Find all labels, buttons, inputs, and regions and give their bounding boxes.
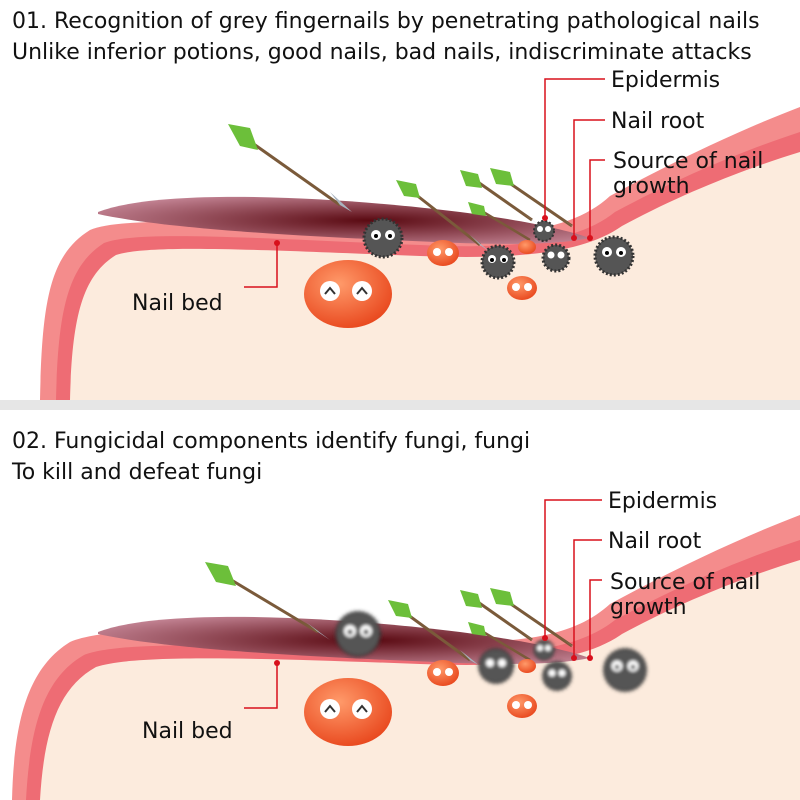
heading-line-1: 01. Recognition of grey fingernails by p…	[12, 9, 760, 34]
leader-lines	[244, 499, 602, 709]
leader-dots	[274, 215, 593, 246]
fungus-icon	[533, 220, 555, 242]
label-nail-root: Nail root	[608, 529, 702, 554]
heading-line-1: 02. Fungicidal components identify fungi…	[12, 429, 531, 454]
fungus-icon	[477, 647, 515, 685]
label-epidermis: Epidermis	[608, 489, 717, 514]
panel-heading: 02. Fungicidal components identify fungi…	[12, 426, 530, 488]
nail-plate	[98, 196, 590, 244]
label-source-line1: Source of nail	[613, 149, 763, 174]
fungus-icon	[541, 660, 573, 692]
healthy-cell-icon	[304, 260, 392, 328]
arrow-icon	[396, 180, 490, 252]
arrow-icon	[228, 124, 352, 212]
arrow-icon	[460, 170, 540, 226]
fungus-icon	[602, 647, 648, 693]
label-source-line1: Source of nail	[610, 570, 760, 595]
label-source-line2: growth	[610, 595, 687, 620]
label-nail-bed: Nail bed	[132, 291, 223, 316]
heading-line-2: Unlike inferior potions, good nails, bad…	[12, 40, 752, 65]
diagram-fungicidal: Epidermis Nail root Source of nail growt…	[12, 489, 800, 800]
skin-inner	[40, 560, 800, 800]
label-source-line2: growth	[613, 174, 690, 199]
label-nail-bed: Nail bed	[142, 719, 233, 744]
leader-lines	[244, 78, 605, 288]
heading-line-2: To kill and defeat fungi	[12, 460, 263, 485]
arrow-icon	[205, 562, 330, 640]
panel-recognition: Epidermis Nail root Source of nail growt…	[12, 6, 800, 400]
healthy-cell-icon	[518, 659, 536, 673]
healthy-cell-icon	[518, 240, 536, 254]
panel-divider	[0, 400, 800, 410]
arrow-icon	[468, 202, 531, 242]
panel-fungicidal: Epidermis Nail root Source of nail growt…	[0, 410, 800, 800]
healthy-cell-icon	[507, 276, 537, 300]
healthy-cell-icon	[507, 694, 537, 718]
skin-inner	[70, 152, 800, 400]
arrow-icon	[388, 600, 480, 666]
healthy-cell-icon	[304, 678, 392, 746]
healthy-cell-icon	[427, 660, 459, 686]
label-epidermis: Epidermis	[611, 68, 720, 93]
fungus-icon	[541, 243, 571, 273]
healthy-cell-icon	[427, 240, 459, 266]
arrow-icon	[468, 622, 531, 662]
fungus-icon	[593, 235, 635, 277]
panel-heading: 01. Recognition of grey fingernails by p…	[12, 6, 760, 68]
label-nail-root: Nail root	[611, 109, 705, 134]
fungus-icon	[480, 244, 516, 280]
arrow-icon	[460, 590, 540, 646]
diagram-recognition: Epidermis Nail root Source of nail growt…	[40, 68, 800, 400]
fungus-icon	[334, 610, 382, 658]
arrow-icon	[490, 168, 580, 232]
fungus-icon	[533, 639, 555, 661]
leader-dots	[274, 635, 593, 666]
fungus-icon	[362, 217, 404, 259]
arrow-icon	[490, 588, 580, 652]
